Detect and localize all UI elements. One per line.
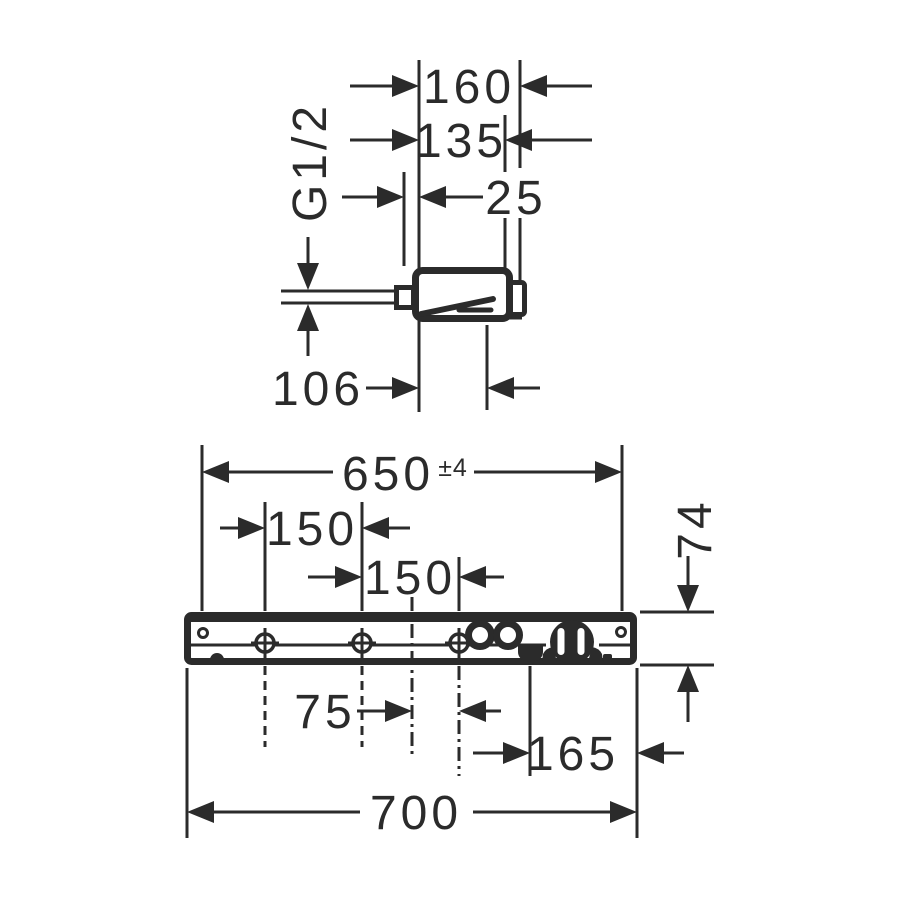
dim-74-label: 74	[669, 498, 722, 559]
knob-disc	[550, 620, 594, 664]
pipe-socket-tab	[394, 285, 416, 310]
dimension-75: 75	[294, 686, 501, 739]
arrowhead-down	[297, 263, 319, 290]
dim-106-label: 106	[272, 363, 364, 416]
outlet-nub	[517, 646, 543, 661]
end-hole-right	[615, 626, 627, 638]
dimension-700: 700	[187, 787, 637, 840]
arrowhead-up	[297, 304, 319, 331]
dim-25-label: 25	[485, 172, 546, 225]
dimension-150-second: 150	[308, 552, 504, 605]
knob-slit-left	[557, 628, 565, 655]
lever-diagonal	[418, 296, 496, 317]
arrowhead-left	[202, 461, 229, 483]
arrowhead-right	[238, 517, 265, 539]
thread-label: G1/2	[284, 102, 337, 222]
valve-housing	[412, 267, 513, 322]
arrowhead-right	[392, 75, 419, 97]
dimension-165: 165	[473, 728, 684, 781]
arrowhead-left	[362, 517, 389, 539]
arrowhead-right	[392, 377, 419, 399]
arrowhead-left	[487, 377, 514, 399]
arrowhead-right	[392, 129, 419, 151]
hose-port-ring-1	[465, 620, 495, 650]
screw-hole-2	[348, 628, 376, 658]
arrowhead-left	[459, 700, 486, 722]
thread-callout-g12: G1/2	[284, 102, 337, 356]
arrowhead-right	[385, 700, 412, 722]
dimension-160: 160	[350, 61, 592, 114]
front-view-shower-bar: 650 ±4 150 150	[184, 445, 722, 840]
arrowhead-left	[637, 742, 664, 764]
dimension-106: 106	[272, 363, 540, 416]
arrowhead-down	[677, 585, 699, 612]
dimension-74: 74	[640, 498, 722, 722]
arrowhead-left	[187, 801, 214, 823]
dim-650-tolerance: ±4	[438, 454, 468, 482]
end-hole-left	[197, 627, 209, 639]
detail-bump	[210, 653, 224, 660]
arrowhead-right	[335, 566, 362, 588]
knob-slit-right	[577, 628, 585, 655]
top-view-wall-connection: 160 135 25 G1/2	[272, 60, 592, 416]
dim-135-label: 135	[415, 115, 507, 168]
hose-port-ring-2	[493, 620, 523, 650]
arrowhead-right	[503, 742, 530, 764]
dimension-150-first: 150	[220, 503, 410, 556]
screw-hole-1	[251, 628, 279, 658]
screw-hole-3	[445, 628, 473, 658]
arrowhead-left	[505, 129, 532, 151]
arrowhead-right	[610, 801, 637, 823]
dim-650-label: 650	[342, 448, 434, 501]
dim-700-label: 700	[370, 787, 462, 840]
dim-150a-label: 150	[266, 503, 358, 556]
wall-valve-body	[394, 267, 527, 322]
dimension-25: 25	[342, 172, 546, 225]
dim-165-label: 165	[527, 728, 619, 781]
arrowhead-left	[520, 75, 547, 97]
thermostat-knob	[550, 620, 594, 664]
arrowhead-left	[419, 186, 446, 208]
dimension-650: 650 ±4	[202, 448, 622, 501]
arrowhead-left	[459, 566, 486, 588]
dimension-135: 135	[350, 115, 592, 168]
supply-pipe	[281, 289, 397, 305]
shower-bar	[184, 612, 637, 665]
arrowhead-right	[377, 186, 404, 208]
dim-150b-label: 150	[364, 552, 456, 605]
arrowhead-up	[677, 665, 699, 692]
detail-block	[603, 654, 612, 662]
dim-75-label: 75	[294, 686, 355, 739]
arrowhead-right	[595, 461, 622, 483]
dim-160-label: 160	[423, 61, 515, 114]
